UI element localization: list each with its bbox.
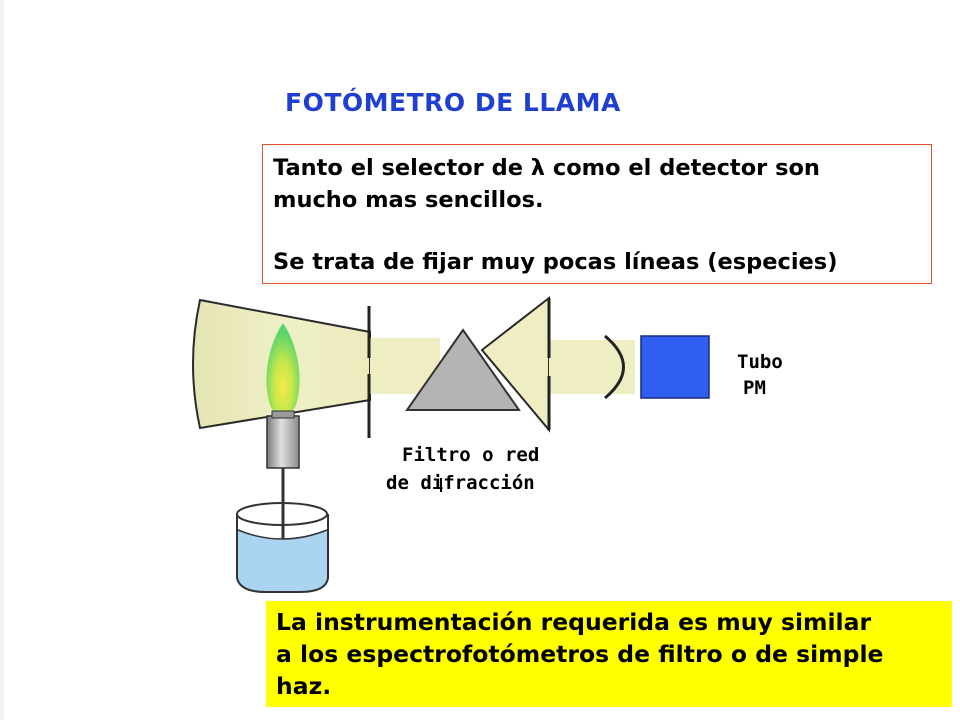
slide-title: FOTÓMETRO DE LLAMA (285, 88, 621, 117)
filter-label-line-1: Filtro o red (402, 444, 540, 466)
detector-label-line-2: PM (743, 377, 766, 399)
beaker-rim (236, 502, 328, 526)
beaker-liquid (237, 530, 328, 592)
note-line-3: Se trata de fijar muy pocas líneas (espe… (273, 249, 838, 275)
note-line-1: Tanto el selector de λ como el detector … (273, 155, 820, 181)
burner-nozzle (266, 415, 300, 469)
prism (405, 328, 521, 411)
beaker (236, 514, 329, 593)
liquid-surface (237, 529, 328, 540)
note-box: Tanto el selector de λ como el detector … (262, 144, 932, 284)
slide-edge (0, 0, 4, 720)
note-line-2: mucho mas sencillos. (273, 187, 544, 213)
conclusion-line-3: haz. (276, 672, 332, 700)
detector-lens (604, 334, 625, 400)
conclusion-box: La instrumentación requerida es muy simi… (266, 601, 952, 707)
conclusion-line-1: La instrumentación requerida es muy simi… (276, 608, 872, 636)
burner-tip (271, 410, 295, 419)
detector-label-line-1: Tubo (737, 351, 783, 373)
exit-beam-channel (549, 340, 635, 394)
filter-label-line-2: de difracción (386, 472, 535, 494)
conclusion-line-2: a los espectrofotómetros de filtro o de … (276, 640, 884, 668)
photomultiplier-tube (640, 335, 710, 399)
flame (266, 323, 300, 414)
